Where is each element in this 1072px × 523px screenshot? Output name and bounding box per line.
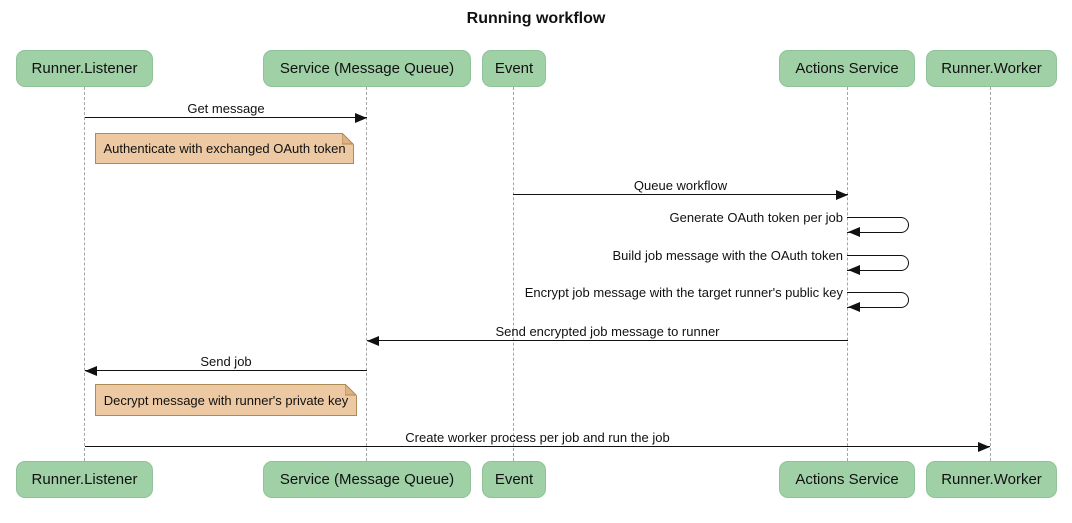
arrowhead-right-icon bbox=[355, 113, 367, 123]
lifeline-runner-listener bbox=[84, 87, 85, 461]
arrowhead-right-icon bbox=[836, 190, 848, 200]
message-line-get-message bbox=[85, 117, 367, 118]
message-label-get-message: Get message bbox=[187, 101, 265, 116]
arrowhead-left-icon bbox=[848, 227, 860, 237]
self-loop-generate-oauth-token bbox=[847, 217, 909, 233]
actor-top-runner-worker: Runner.Worker bbox=[926, 50, 1057, 87]
message-line-create-worker bbox=[85, 446, 990, 447]
lifeline-runner-worker bbox=[990, 87, 991, 461]
message-label-generate-oauth-token: Generate OAuth token per job bbox=[669, 210, 843, 225]
arrowhead-right-icon bbox=[978, 442, 990, 452]
arrowhead-left-icon bbox=[848, 302, 860, 312]
self-loop-build-job-message bbox=[847, 255, 909, 271]
actor-bottom-event: Event bbox=[482, 461, 546, 498]
note-fold-icon bbox=[342, 133, 354, 145]
message-line-send-job bbox=[85, 370, 367, 371]
arrowhead-left-icon bbox=[85, 366, 97, 376]
message-label-send-encrypted-job: Send encrypted job message to runner bbox=[495, 324, 720, 339]
diagram-title: Running workflow bbox=[466, 10, 606, 27]
note-decrypt: Decrypt message with runner's private ke… bbox=[95, 384, 357, 416]
lifeline-event bbox=[513, 87, 514, 461]
actor-top-actions-service: Actions Service bbox=[779, 50, 915, 87]
message-line-send-encrypted-job bbox=[367, 340, 848, 341]
arrowhead-left-icon bbox=[848, 265, 860, 275]
actor-bottom-runner-worker: Runner.Worker bbox=[926, 461, 1057, 498]
message-label-queue-workflow: Queue workflow bbox=[633, 178, 728, 193]
actor-top-service-message-queue: Service (Message Queue) bbox=[263, 50, 471, 87]
note-decrypt-text: Decrypt message with runner's private ke… bbox=[103, 392, 349, 408]
note-authenticate-text: Authenticate with exchanged OAuth token bbox=[103, 141, 346, 156]
lifeline-service-message-queue bbox=[366, 87, 367, 461]
message-label-send-job: Send job bbox=[200, 354, 252, 369]
actor-bottom-runner-listener: Runner.Listener bbox=[16, 461, 153, 498]
message-label-encrypt-job-message: Encrypt job message with the target runn… bbox=[524, 285, 843, 300]
lifeline-actions-service bbox=[847, 87, 848, 461]
message-line-queue-workflow bbox=[513, 194, 848, 195]
note-fold-icon bbox=[345, 384, 357, 396]
note-authenticate: Authenticate with exchanged OAuth token bbox=[95, 133, 354, 164]
actor-bottom-actions-service: Actions Service bbox=[779, 461, 915, 498]
arrowhead-left-icon bbox=[367, 336, 379, 346]
actor-top-event: Event bbox=[482, 50, 546, 87]
actor-bottom-service-message-queue: Service (Message Queue) bbox=[263, 461, 471, 498]
message-label-create-worker: Create worker process per job and run th… bbox=[405, 430, 670, 445]
message-label-build-job-message: Build job message with the OAuth token bbox=[612, 248, 843, 263]
actor-top-runner-listener: Runner.Listener bbox=[16, 50, 153, 87]
self-loop-encrypt-job-message bbox=[847, 292, 909, 308]
